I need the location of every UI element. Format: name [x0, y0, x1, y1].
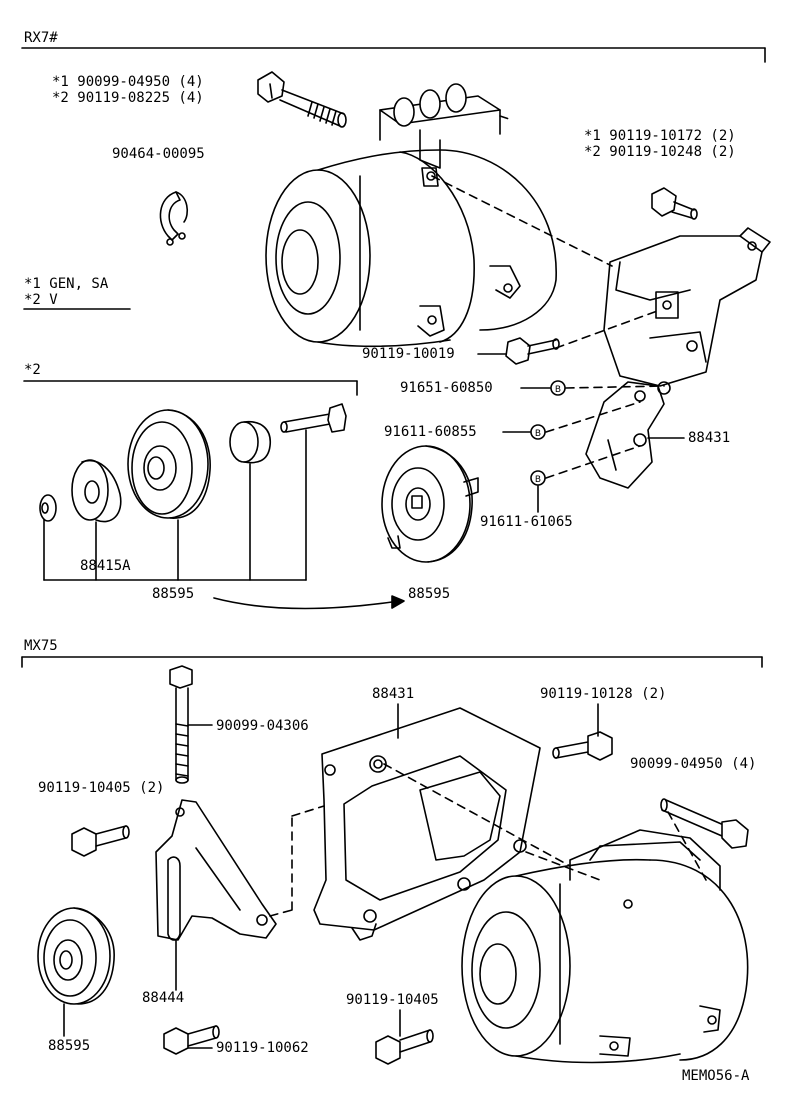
dashed-guide-lines-mx	[269, 763, 707, 917]
section-label-sub2: *2	[24, 362, 41, 378]
nut-icon: B	[550, 380, 566, 396]
part-number-label: 90464-00095	[112, 146, 205, 162]
part-number-label: 88595	[152, 586, 195, 602]
part-number-label: 91611-60855	[384, 424, 477, 440]
bolt-icon	[651, 187, 698, 220]
leader-lines-sub2	[43, 429, 307, 581]
part-number-label: 88431	[372, 686, 415, 702]
nut-icon: B	[530, 470, 546, 486]
pulley-icon	[127, 409, 211, 519]
legend-line: *1 GEN, SA	[24, 276, 109, 292]
bolt-icon	[71, 825, 130, 857]
clutch-pulley-icon	[381, 445, 479, 563]
compressor-icon	[265, 83, 557, 348]
bolt-icon	[660, 798, 749, 849]
washer-small-icon	[39, 494, 57, 522]
bolt-icon	[505, 337, 560, 365]
dashed-guide-lines	[431, 115, 665, 479]
section-frame-rx7	[21, 47, 766, 63]
part-number-label: *1 90119-10172 (2)	[584, 128, 736, 144]
bolt-icon	[375, 1029, 434, 1065]
spacer-icon	[71, 459, 122, 523]
part-number-label: 88595	[408, 586, 451, 602]
bushing-icon	[229, 421, 271, 464]
section-label-rx7: RX7#	[24, 30, 58, 46]
part-number-label: 90119-10128 (2)	[540, 686, 667, 702]
part-number-label: 91651-60850	[400, 380, 493, 396]
part-number-label: 90099-04950 (4)	[630, 756, 757, 772]
part-number-label: *2 90119-10248 (2)	[584, 144, 736, 160]
idler-bracket-icon	[585, 381, 665, 489]
part-number-label: *2 90119-08225 (4)	[52, 90, 204, 106]
snap-ring-icon	[159, 191, 189, 246]
part-number-label: 88595	[48, 1038, 91, 1054]
bracket-mx-icon	[313, 707, 541, 941]
part-number-label: 88415A	[80, 558, 131, 574]
bolt-icon	[280, 403, 347, 433]
section-frame-sub2	[23, 380, 358, 396]
section-label-mx75: MX75	[24, 638, 58, 654]
idler-bracket-mx-icon	[155, 799, 277, 941]
bolt-icon	[163, 1025, 220, 1055]
drawing-code: MEMO56-A	[682, 1068, 750, 1084]
nut-icon: B	[530, 424, 546, 440]
bolt-icon	[552, 731, 613, 761]
svg-text:B: B	[555, 385, 561, 395]
part-number-label: 90099-04306	[216, 718, 309, 734]
svg-text:B: B	[535, 475, 541, 485]
part-number-label: 90119-10019	[362, 346, 455, 362]
part-number-label: 90119-10062	[216, 1040, 309, 1056]
part-number-label: 90119-10405	[346, 992, 439, 1008]
part-number-label: 88444	[142, 990, 185, 1006]
long-bolt-icon	[257, 71, 347, 128]
arrow-icon	[213, 595, 405, 610]
legend-line: *2 V	[24, 292, 58, 308]
bracket-icon	[603, 227, 771, 395]
svg-text:B: B	[535, 429, 541, 439]
pulley-mx-icon	[37, 907, 115, 1005]
leader-lines	[63, 353, 685, 1049]
compressor-mx-icon	[461, 829, 749, 1064]
long-bolt-mx-icon	[169, 665, 193, 784]
part-number-label: *1 90099-04950 (4)	[52, 74, 204, 90]
section-frame-mx75	[21, 656, 763, 668]
part-number-label: 90119-10405 (2)	[38, 780, 165, 796]
part-number-label: 91611-61065	[480, 514, 573, 530]
part-number-label: 88431	[688, 430, 731, 446]
